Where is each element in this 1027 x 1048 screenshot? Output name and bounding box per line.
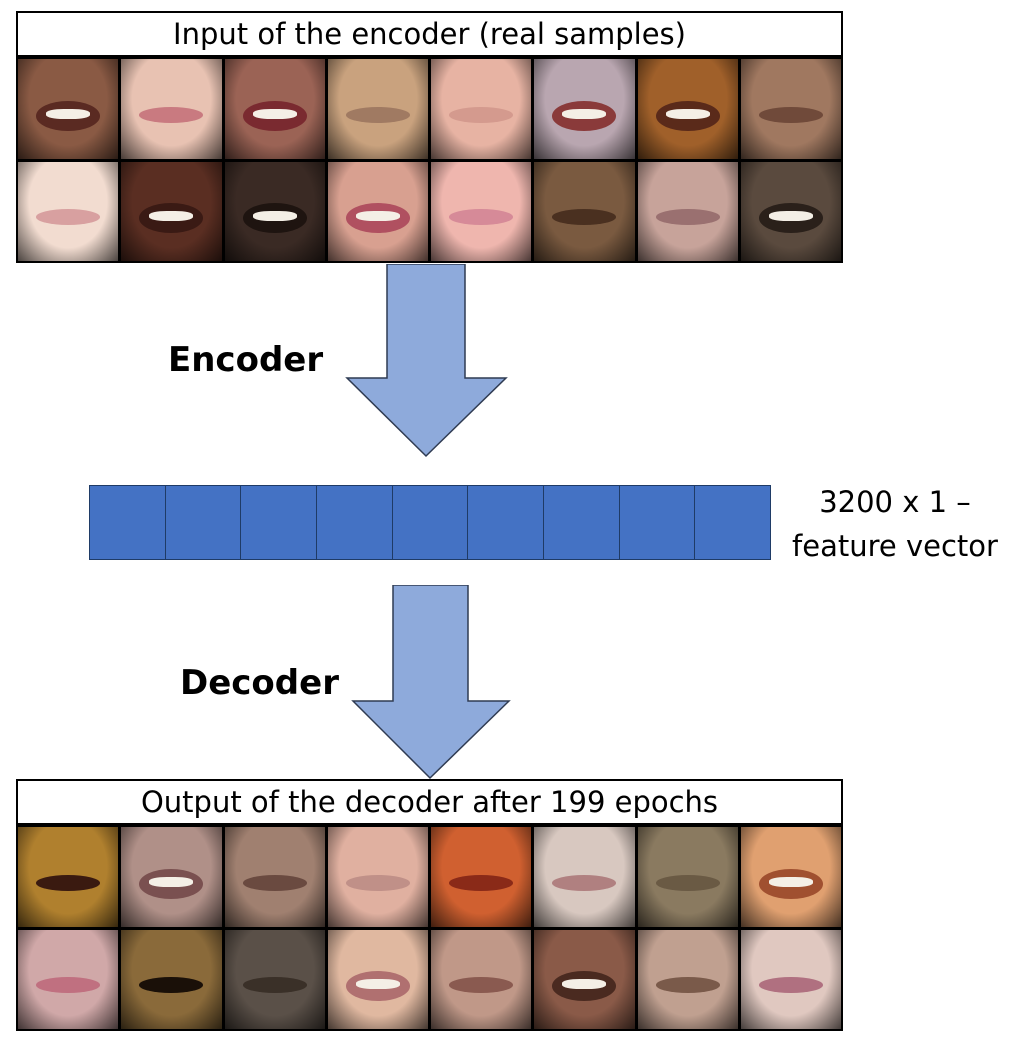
output-sample-image	[431, 929, 532, 1029]
feature-vector-slot	[392, 486, 469, 559]
input-panel-title: Input of the encoder (real samples)	[16, 11, 843, 57]
mouth-shape	[655, 209, 720, 226]
output-sample-image	[740, 827, 841, 927]
output-sample-image	[431, 827, 532, 927]
mouth-shape	[655, 874, 720, 891]
feature-vector-caption-line2: feature vector	[792, 529, 998, 563]
decoder-arrow	[351, 585, 511, 780]
output-panel-title: Output of the decoder after 199 epochs	[16, 779, 843, 825]
input-sample-image	[637, 59, 738, 159]
teeth-shape	[149, 876, 194, 887]
input-sample-image	[224, 59, 325, 159]
output-sample-image	[18, 827, 119, 927]
input-sample-image	[431, 161, 532, 261]
feature-vector-slot	[544, 486, 620, 559]
input-sample-image	[121, 59, 222, 159]
teeth-shape	[562, 108, 607, 119]
feature-vector-slot	[468, 486, 545, 559]
input-sample-image	[534, 59, 635, 159]
mouth-shape	[242, 874, 307, 891]
mouth-shape	[449, 874, 514, 891]
input-sample-image	[431, 59, 532, 159]
mouth-shape	[139, 106, 204, 123]
output-sample-grid	[16, 825, 843, 1031]
teeth-shape	[665, 108, 710, 119]
mouth-shape	[552, 874, 617, 891]
output-panel: Output of the decoder after 199 epochs	[16, 779, 843, 1034]
mouth-shape	[758, 106, 823, 123]
feature-vector-caption-line1: 3200 x 1 –	[819, 485, 971, 519]
output-sample-image	[327, 929, 428, 1029]
output-sample-image	[18, 929, 119, 1029]
input-sample-image	[740, 161, 841, 261]
encoder-label: Encoder	[168, 340, 324, 380]
output-sample-image	[121, 929, 222, 1029]
input-sample-image	[327, 161, 428, 261]
mouth-shape	[552, 209, 617, 226]
teeth-shape	[355, 211, 400, 222]
output-sample-image	[121, 827, 222, 927]
input-panel: Input of the encoder (real samples)	[16, 11, 843, 266]
feature-vector-slot	[241, 486, 318, 559]
feature-vector	[89, 485, 771, 560]
teeth-shape	[46, 108, 91, 119]
output-sample-image	[534, 929, 635, 1029]
output-sample-image	[534, 827, 635, 927]
feature-vector-slot	[317, 486, 393, 559]
output-sample-image	[637, 929, 738, 1029]
input-sample-grid	[16, 57, 843, 263]
output-sample-image	[224, 827, 325, 927]
input-sample-image	[18, 161, 119, 261]
mouth-shape	[758, 977, 823, 994]
mouth-shape	[345, 106, 410, 123]
output-sample-image	[637, 827, 738, 927]
mouth-shape	[345, 874, 410, 891]
output-sample-image	[327, 827, 428, 927]
input-sample-image	[121, 161, 222, 261]
feature-vector-slot	[619, 486, 696, 559]
input-sample-image	[740, 59, 841, 159]
input-sample-image	[534, 161, 635, 261]
input-sample-image	[637, 161, 738, 261]
mouth-shape	[242, 977, 307, 994]
feature-vector-slot	[695, 486, 771, 559]
mouth-shape	[655, 977, 720, 994]
teeth-shape	[252, 211, 297, 222]
feature-vector-slot	[90, 486, 166, 559]
mouth-shape	[36, 874, 101, 891]
mouth-shape	[449, 106, 514, 123]
teeth-shape	[252, 108, 297, 119]
feature-vector-caption: 3200 x 1 – feature vector	[780, 480, 1010, 568]
mouth-shape	[36, 977, 101, 994]
input-sample-image	[18, 59, 119, 159]
feature-vector-slot	[165, 486, 242, 559]
output-sample-image	[740, 929, 841, 1029]
output-sample-image	[224, 929, 325, 1029]
mouth-shape	[449, 209, 514, 226]
teeth-shape	[562, 979, 607, 990]
mouth-shape	[449, 977, 514, 994]
input-sample-image	[327, 59, 428, 159]
mouth-shape	[36, 209, 101, 226]
mouth-shape	[139, 977, 204, 994]
teeth-shape	[768, 876, 813, 887]
teeth-shape	[355, 979, 400, 990]
decoder-label: Decoder	[180, 663, 339, 703]
encoder-arrow	[345, 264, 508, 458]
input-sample-image	[224, 161, 325, 261]
teeth-shape	[149, 211, 194, 222]
teeth-shape	[768, 211, 813, 222]
